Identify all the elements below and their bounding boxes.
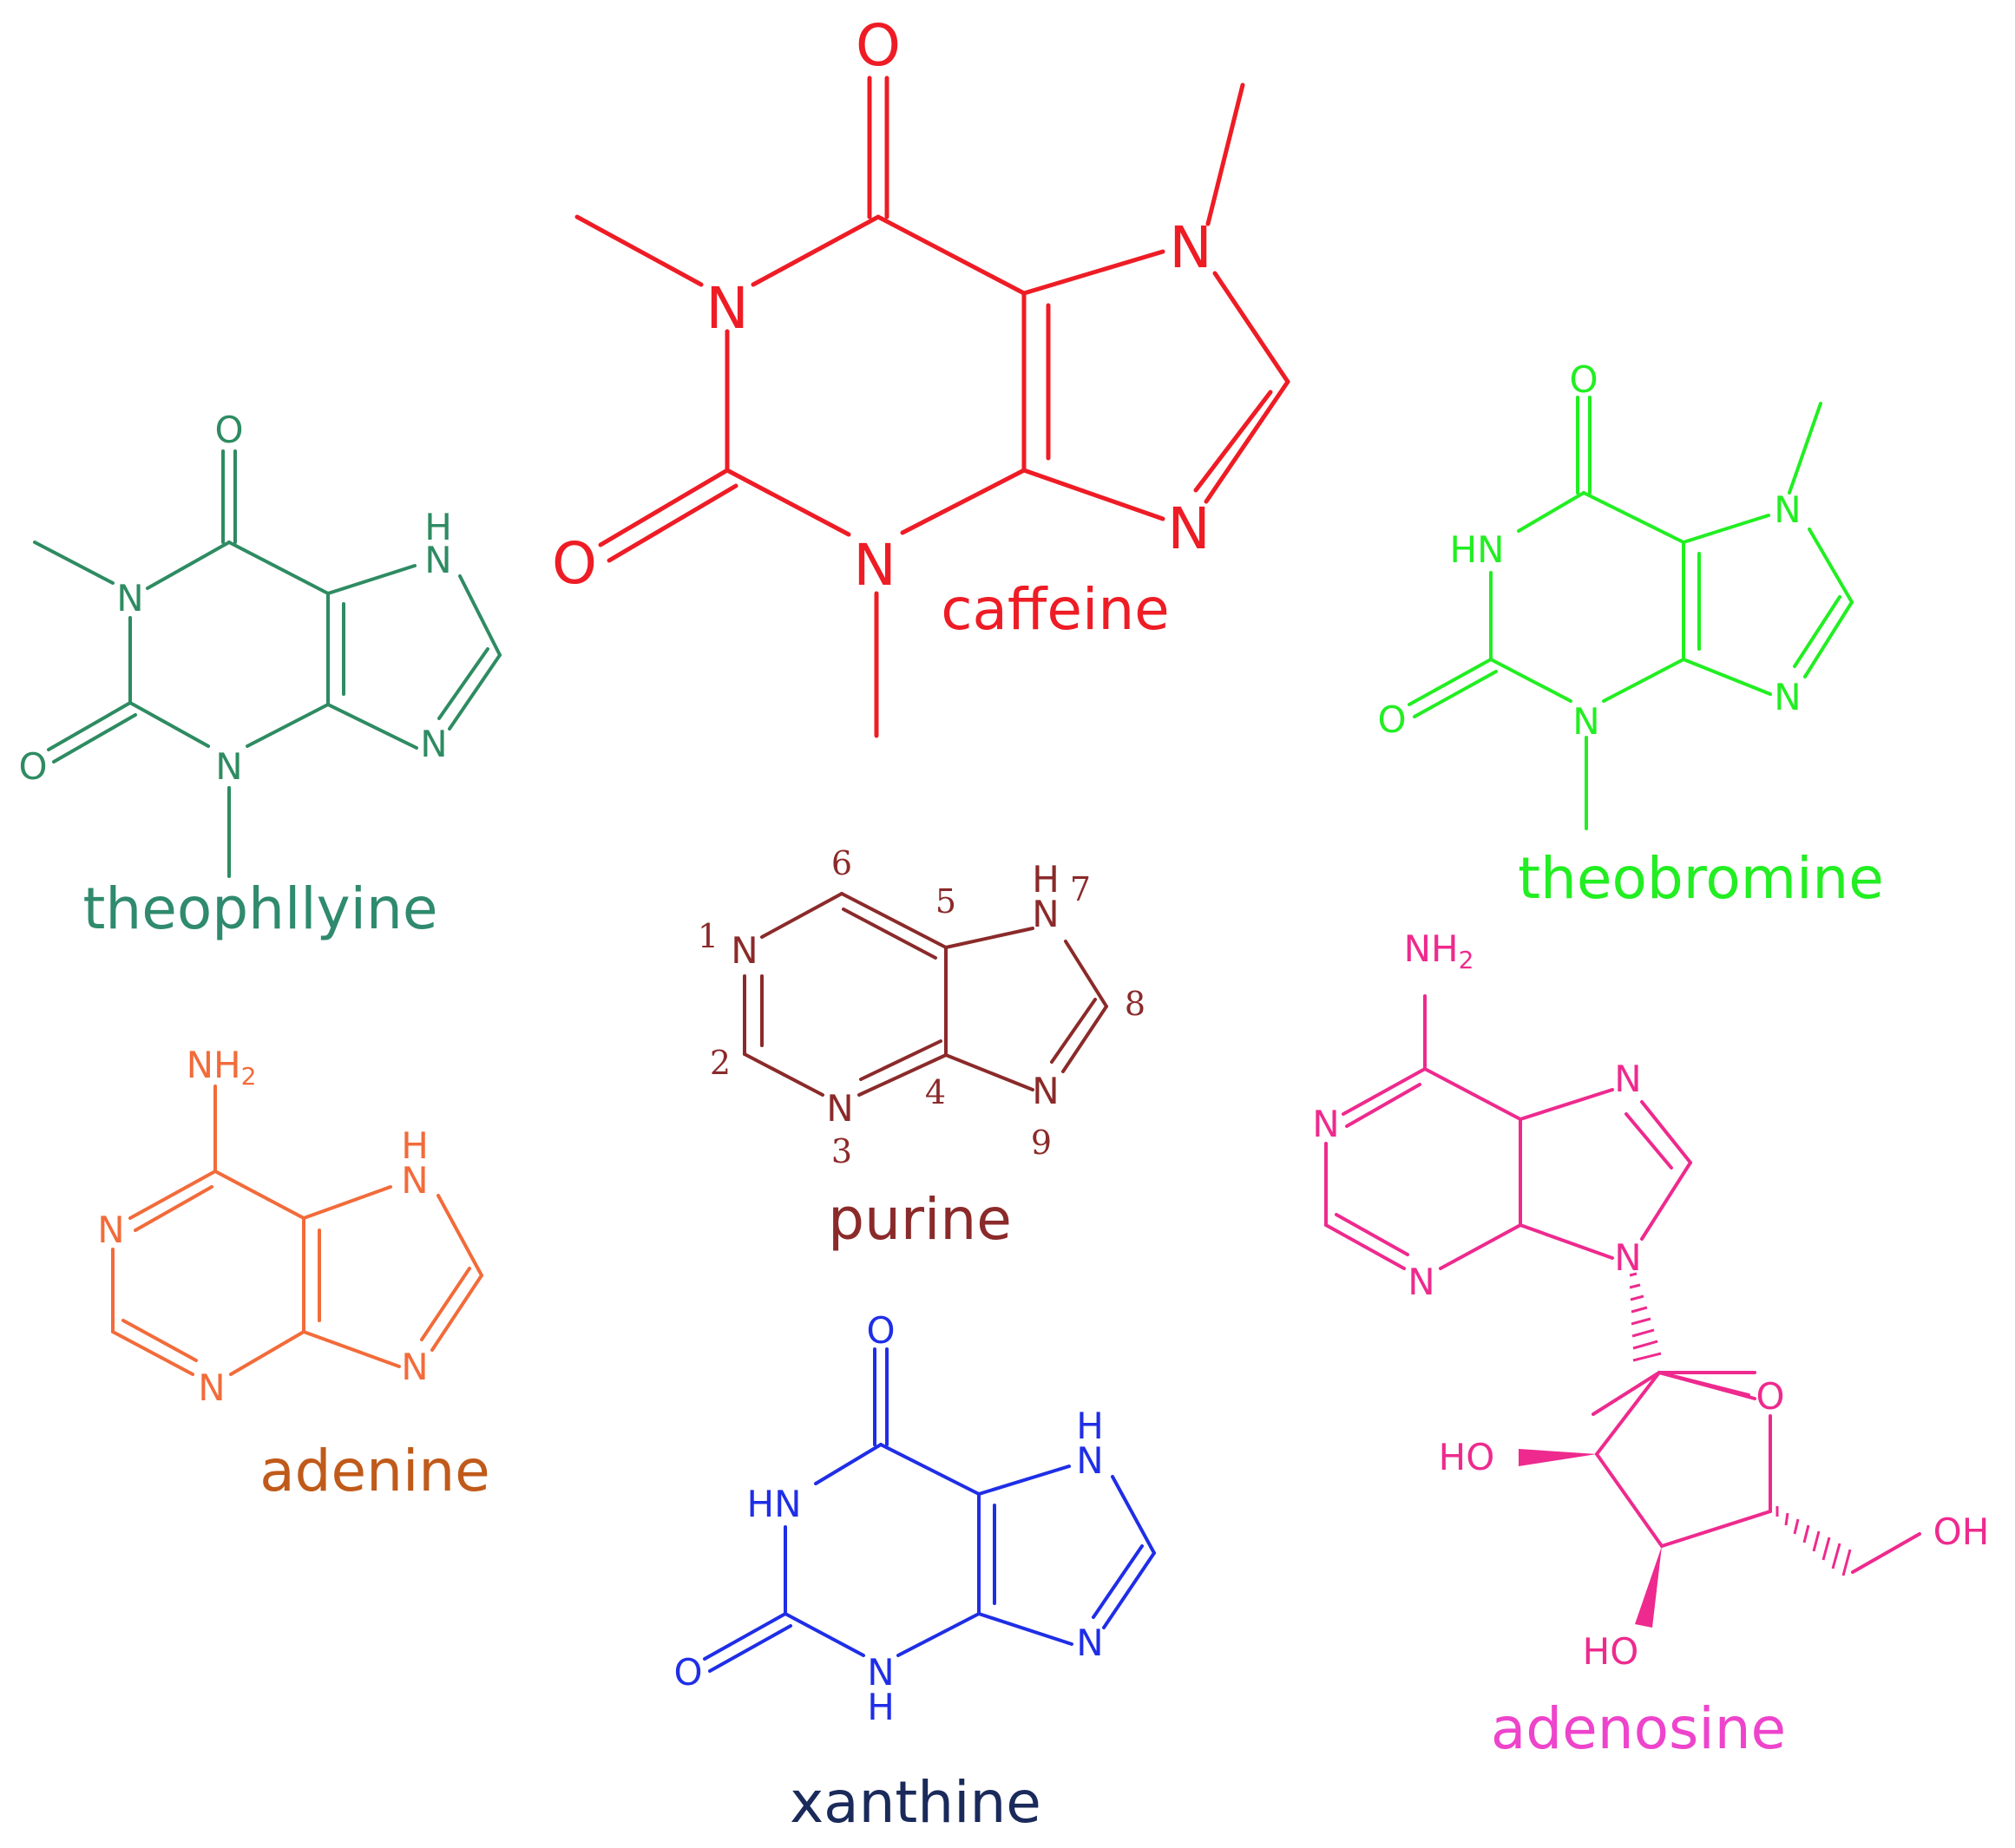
xanthine-atom-h7: H bbox=[1076, 1405, 1104, 1447]
adenosine-atom-n3: N bbox=[1408, 1261, 1434, 1303]
adenosine-label: adenosine bbox=[1491, 1695, 1786, 1762]
purine-position-1: 1 bbox=[698, 917, 719, 955]
purine-atom-h7: H bbox=[1032, 858, 1060, 901]
theophylline-atom-n3: N bbox=[215, 745, 242, 788]
adenosine-atom-n9: N bbox=[1614, 1236, 1641, 1279]
adenosine-atom-ho-2: HO bbox=[1439, 1436, 1495, 1478]
caffeine-atom-n3: N bbox=[853, 532, 896, 599]
theophylline-atom-h7: H bbox=[424, 506, 452, 548]
purine-position-2: 2 bbox=[710, 1044, 731, 1082]
purine-position-8: 8 bbox=[1125, 985, 1145, 1023]
theophylline-atom-n7: N bbox=[424, 539, 451, 581]
adenosine-atom-ho-3: HO bbox=[1583, 1630, 1639, 1673]
theobromine-atom-o-left: O bbox=[1377, 698, 1406, 741]
adenosine-wedges bbox=[1519, 1272, 1852, 1628]
theobromine-atom-hn1: HN bbox=[1450, 528, 1505, 571]
xanthine-atom-o-top: O bbox=[866, 1309, 895, 1352]
theobromine-atom-n7: N bbox=[1774, 488, 1801, 531]
xanthine-atom-n7: N bbox=[1076, 1439, 1103, 1482]
purine-position-7: 7 bbox=[1070, 870, 1091, 908]
xanthine-label: xanthine bbox=[790, 1769, 1041, 1836]
xanthine-atom-o-left: O bbox=[673, 1651, 702, 1694]
adenine-atom-n9: N bbox=[401, 1346, 428, 1388]
theophylline-atom-n1: N bbox=[116, 577, 143, 619]
theobromine-atom-o-top: O bbox=[1569, 358, 1598, 401]
purine-position-9: 9 bbox=[1031, 1124, 1052, 1162]
theobromine-atom-n3: N bbox=[1572, 700, 1599, 743]
theophylline-atom-n9: N bbox=[420, 723, 447, 765]
purine-position-4: 4 bbox=[925, 1073, 946, 1111]
adenosine-atom-oh-5: OH bbox=[1933, 1511, 1990, 1553]
adenine-atom-h7: H bbox=[401, 1124, 429, 1167]
adenosine-atom-nh2: NH2 bbox=[1404, 927, 1474, 974]
adenine-atom-nh2: NH2 bbox=[187, 1044, 257, 1091]
caffeine-label: caffeine bbox=[941, 576, 1170, 643]
xanthine-atom-hn1: HN bbox=[747, 1483, 802, 1525]
adenosine-bond-c1-o4 bbox=[1657, 1371, 1756, 1400]
caffeine-atom-n1: N bbox=[706, 275, 748, 342]
caffeine-structure bbox=[574, 75, 1290, 738]
theophylline-structure bbox=[33, 449, 502, 878]
adenine-atom-n3: N bbox=[198, 1366, 225, 1409]
caffeine-atom-n7: N bbox=[1169, 214, 1211, 281]
theophylline-atom-o-left: O bbox=[18, 745, 47, 788]
theobromine-label: theobromine bbox=[1518, 845, 1884, 912]
adenosine-atom-n7: N bbox=[1614, 1058, 1641, 1100]
adenosine-atom-n1: N bbox=[1312, 1103, 1339, 1145]
purine-atom-n3: N bbox=[826, 1087, 853, 1130]
purine-position-3: 3 bbox=[831, 1132, 852, 1170]
theophylline-atom-o-top: O bbox=[214, 409, 243, 451]
xanthine-structure bbox=[703, 1347, 1156, 1673]
theophylline-label: theophllyine bbox=[83, 875, 438, 942]
adenine-label: adenine bbox=[259, 1438, 490, 1504]
purine-structure bbox=[743, 892, 1108, 1097]
purine-atom-n1: N bbox=[731, 929, 758, 972]
theobromine-structure bbox=[1408, 396, 1854, 830]
caffeine-atom-o-top: O bbox=[856, 12, 901, 79]
theobromine-atom-n9: N bbox=[1774, 676, 1801, 718]
xanthine-atom-n9: N bbox=[1076, 1622, 1103, 1664]
adenosine-structure bbox=[1324, 994, 1921, 1574]
purine-label: purine bbox=[828, 1186, 1012, 1253]
adenine-atom-n1: N bbox=[97, 1209, 124, 1251]
purine-position-5: 5 bbox=[935, 882, 956, 921]
purine-position-6: 6 bbox=[831, 844, 852, 882]
xanthine-atom-h3: H bbox=[867, 1686, 895, 1728]
xanthine-atom-n3: N bbox=[867, 1651, 894, 1694]
adenine-structure bbox=[111, 1085, 483, 1376]
caffeine-atom-n9: N bbox=[1167, 495, 1210, 562]
purine-atom-n7: N bbox=[1032, 893, 1059, 935]
caffeine-atom-o-left: O bbox=[552, 530, 597, 597]
adenine-atom-n7: N bbox=[401, 1159, 428, 1202]
adenosine-atom-o-ring: O bbox=[1756, 1375, 1784, 1418]
purine-atom-n9: N bbox=[1032, 1070, 1059, 1112]
